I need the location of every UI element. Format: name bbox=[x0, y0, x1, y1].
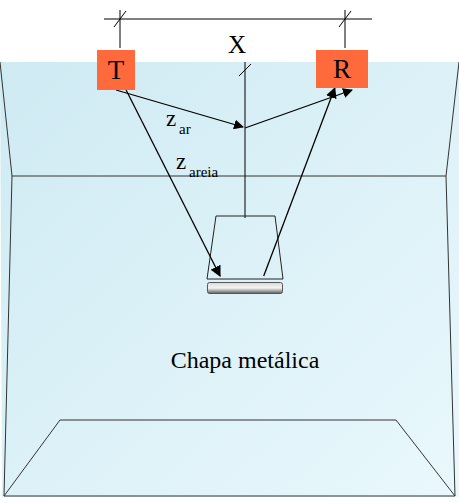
transmitter-box: T bbox=[97, 50, 135, 90]
dimension-label: X bbox=[228, 32, 246, 57]
plate-caption: Chapa metálica bbox=[166, 346, 325, 375]
air-path-arrows bbox=[116, 90, 352, 128]
subscript: areia bbox=[189, 165, 218, 180]
plate-bar bbox=[207, 282, 283, 294]
box-edges bbox=[0, 62, 459, 496]
sand-volume bbox=[0, 62, 459, 497]
depth-symbol: z bbox=[176, 150, 186, 173]
metal-plate: Chapa metálica bbox=[166, 276, 325, 375]
subscript: ar bbox=[179, 122, 191, 137]
antenna-letter: R bbox=[333, 56, 351, 83]
dimension-lines bbox=[104, 10, 372, 218]
receiver-box: R bbox=[316, 50, 368, 88]
plate-outline bbox=[207, 216, 283, 279]
antenna-letter: T bbox=[108, 57, 125, 84]
signal-path bbox=[126, 90, 220, 276]
depth-symbol: z bbox=[166, 107, 176, 130]
signal-path bbox=[264, 88, 335, 276]
